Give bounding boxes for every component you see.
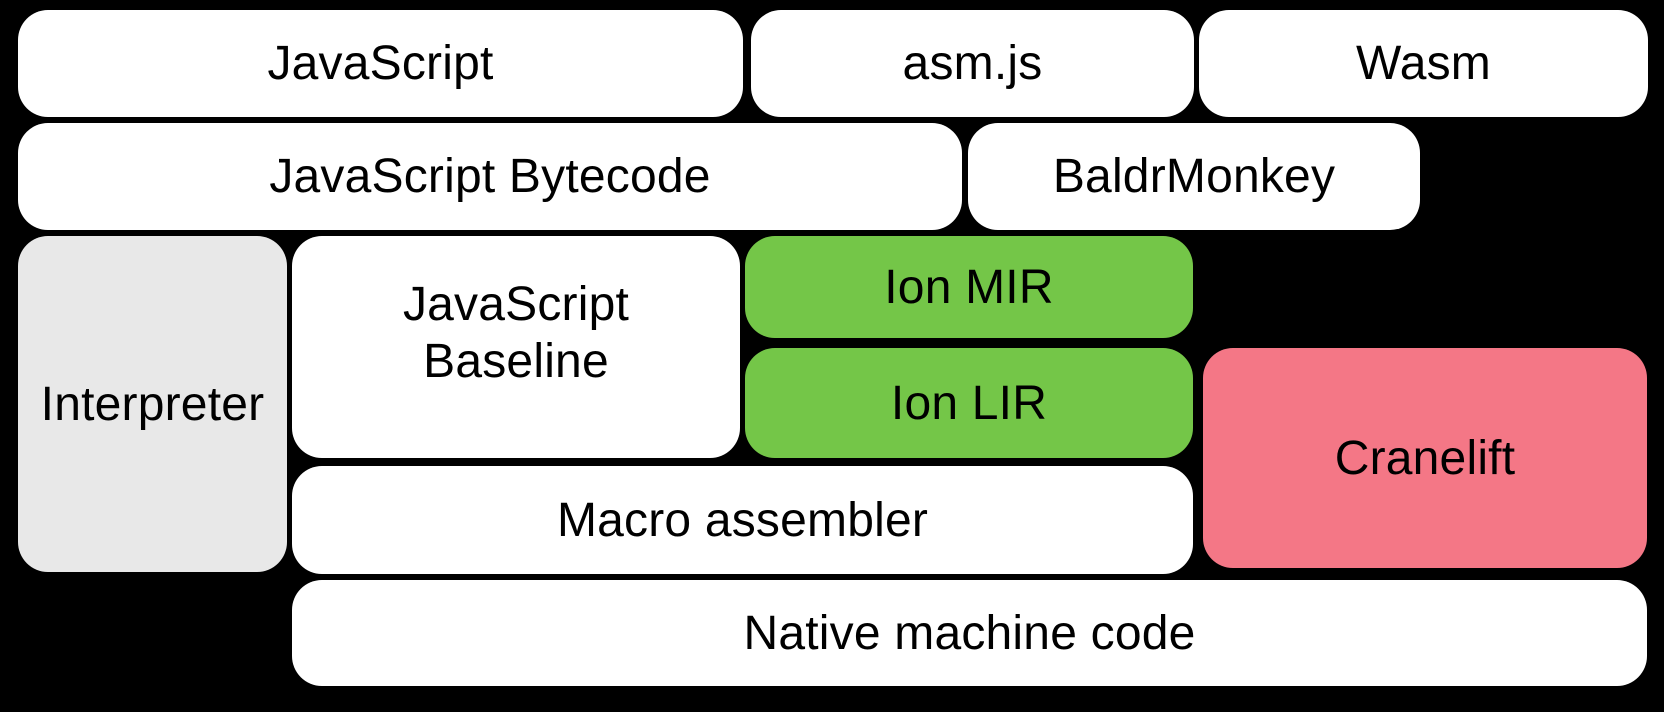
node-ion-lir: Ion LIR	[745, 348, 1193, 458]
node-native-machine-code-label: Native machine code	[743, 606, 1196, 660]
node-ion-lir-label: Ion LIR	[890, 376, 1048, 430]
node-javascript-bytecode-label: JavaScript Bytecode	[269, 150, 711, 203]
node-macro-assembler-label: Macro assembler	[556, 493, 929, 547]
node-wasm: Wasm	[1199, 10, 1648, 117]
node-javascript-baseline-label: JavaScript Baseline	[402, 278, 630, 388]
node-baldrmonkey: BaldrMonkey	[968, 123, 1420, 230]
node-asmjs-label: asm.js	[902, 37, 1043, 90]
node-interpreter: Interpreter	[18, 236, 287, 572]
node-cranelift: Cranelift	[1203, 348, 1647, 568]
node-baldrmonkey-label: BaldrMonkey	[1052, 150, 1336, 203]
node-javascript: JavaScript	[18, 10, 743, 117]
node-ion-mir: Ion MIR	[745, 236, 1193, 338]
node-javascript-baseline: JavaScript Baseline	[292, 236, 740, 458]
node-interpreter-label: Interpreter	[40, 377, 265, 431]
node-native-machine-code: Native machine code	[292, 580, 1647, 686]
node-javascript-bytecode: JavaScript Bytecode	[18, 123, 962, 230]
node-asmjs: asm.js	[751, 10, 1194, 117]
node-javascript-label: JavaScript	[267, 37, 494, 90]
node-ion-mir-label: Ion MIR	[884, 260, 1054, 314]
node-cranelift-label: Cranelift	[1334, 431, 1516, 485]
node-wasm-label: Wasm	[1355, 37, 1491, 90]
node-macro-assembler: Macro assembler	[292, 466, 1193, 574]
